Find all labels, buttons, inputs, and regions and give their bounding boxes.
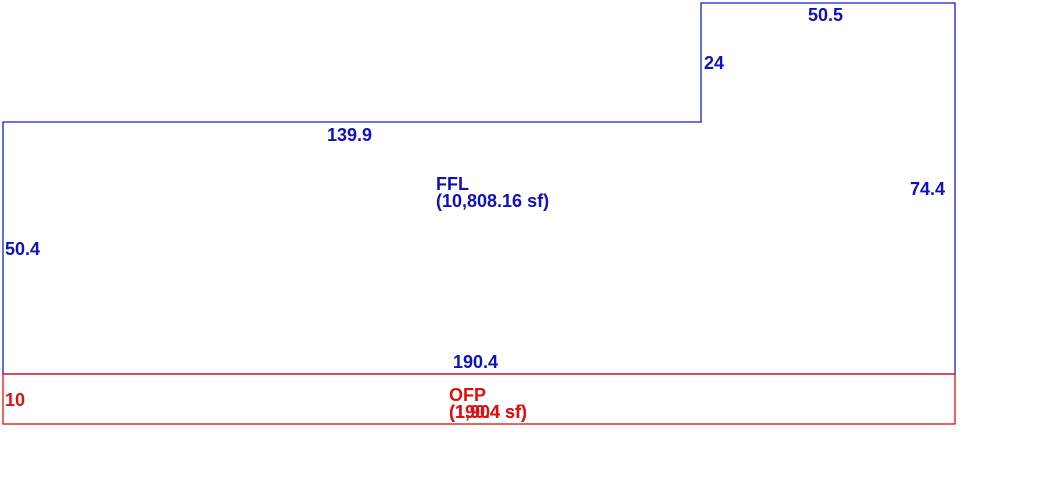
ffl-name-label: FFL (436, 174, 469, 194)
dimension-top-step: 50.5 (808, 5, 843, 25)
dimension-top-main: 139.9 (327, 125, 372, 145)
dimension-right: 74.4 (910, 179, 945, 199)
ofp-area-label-b: (190.4 sf) (449, 402, 527, 422)
ofp-outline (2, 373, 956, 425)
ffl-outline (2, 2, 956, 375)
dimension-bottom: 190.4 (453, 352, 498, 372)
ofp-area-label-a: (1,904 sf) (449, 402, 527, 422)
dimension-left: 50.4 (5, 239, 40, 259)
dimension-step-height: 24 (704, 53, 724, 73)
ofp-name-label: OFP (449, 385, 486, 405)
ffl-area-label: (10,808.16 sf) (436, 191, 549, 211)
ofp-dimension-left: 10 (5, 390, 25, 410)
